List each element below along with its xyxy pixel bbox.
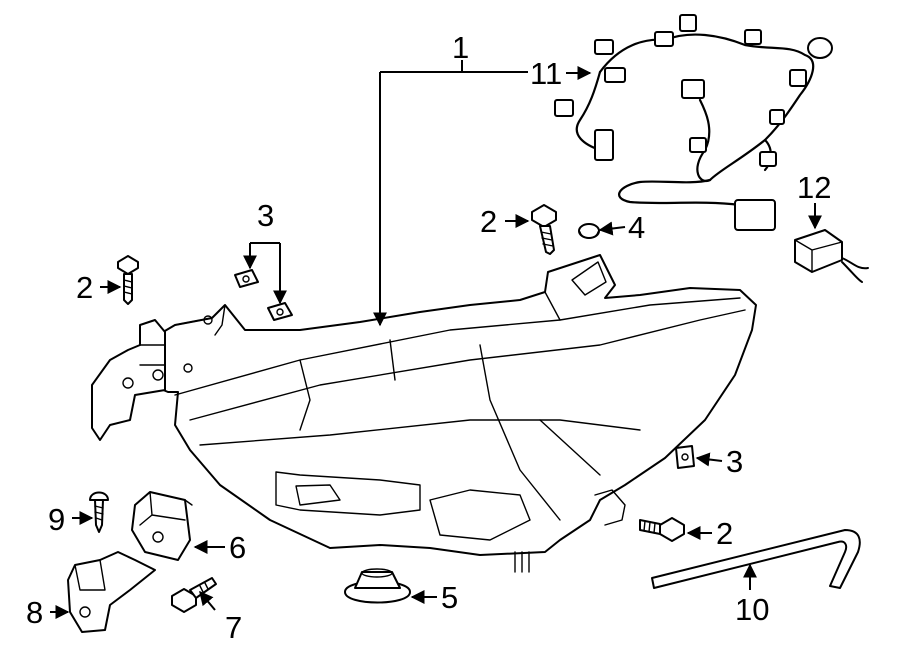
trim-strip <box>651 529 861 589</box>
callout-2: 2 <box>76 270 93 305</box>
callout-2: 2 <box>480 204 497 239</box>
callout-4: 4 <box>628 210 645 245</box>
callout-10: 10 <box>735 592 769 627</box>
callout-3: 3 <box>257 198 274 233</box>
callout-labels: 1 11 12 2 2 2 3 3 4 5 6 7 8 9 10 <box>26 30 831 645</box>
bulb-socket <box>794 229 869 283</box>
callout-8: 8 <box>26 595 43 630</box>
callout-9: 9 <box>48 502 65 537</box>
callout-11: 11 <box>530 56 562 91</box>
grommet <box>344 568 411 604</box>
clip-nut <box>234 269 259 288</box>
callout-6: 6 <box>229 530 246 565</box>
callout-7: 7 <box>225 610 242 645</box>
callout-1: 1 <box>452 30 469 65</box>
clip-nut <box>267 302 293 321</box>
bolt <box>171 577 217 613</box>
bolt <box>639 517 685 542</box>
plug <box>578 223 600 239</box>
headlamp-assembly <box>91 254 757 573</box>
wiring-harness <box>554 14 833 231</box>
callout-3: 3 <box>726 444 743 479</box>
bolt <box>117 255 139 305</box>
leader-lines <box>50 60 822 619</box>
callout-5: 5 <box>441 580 458 615</box>
callout-2: 2 <box>716 516 733 551</box>
bracket <box>67 551 156 633</box>
bolt <box>531 204 557 255</box>
bracket <box>131 491 193 561</box>
screw <box>89 491 109 533</box>
clip-nut <box>675 445 695 469</box>
callout-12: 12 <box>797 170 831 205</box>
